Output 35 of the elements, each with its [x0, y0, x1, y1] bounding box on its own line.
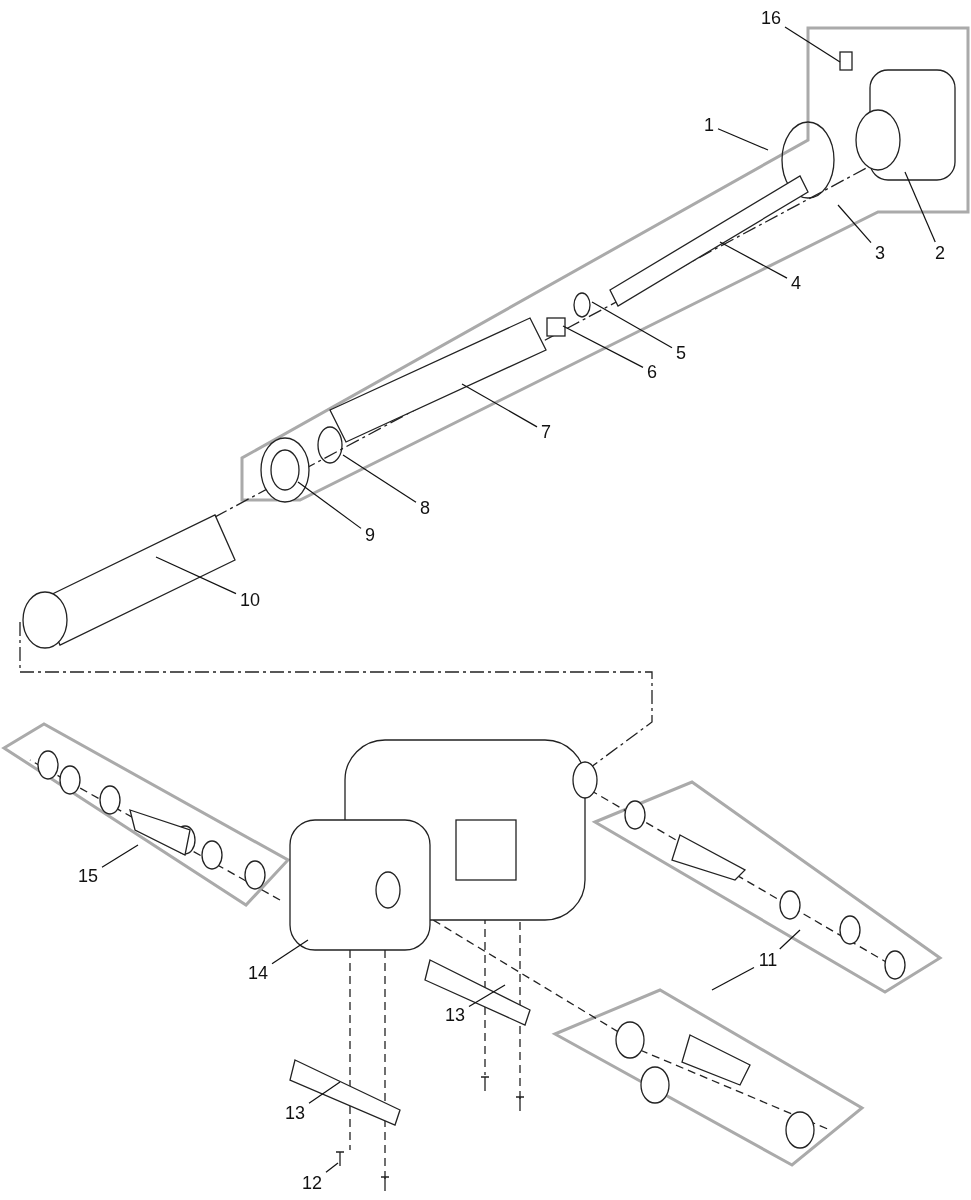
- callout-number: 8: [420, 498, 430, 518]
- callout-number: 11: [758, 950, 778, 970]
- leader-line: [784, 26, 841, 63]
- callout-number: 3: [875, 243, 885, 263]
- leader-line: [779, 929, 801, 950]
- callout-number: 14: [248, 963, 268, 983]
- leader-line: [719, 241, 788, 279]
- leader-line: [711, 966, 755, 991]
- leader-line: [101, 844, 139, 868]
- leader-line: [904, 171, 936, 243]
- leader-line: [297, 481, 362, 529]
- callout-number: 4: [791, 273, 801, 293]
- leader-line: [591, 301, 673, 349]
- callout-number: 6: [647, 362, 657, 382]
- leader-line: [271, 939, 309, 965]
- leader-line: [562, 325, 644, 368]
- leader-line: [461, 383, 538, 428]
- leader-line: [468, 984, 506, 1008]
- leader-line: [717, 128, 769, 151]
- leader-line: [342, 454, 417, 503]
- callout-number: 5: [676, 343, 686, 363]
- callout-number: 1: [704, 115, 714, 135]
- leader-line: [308, 1081, 341, 1104]
- callout-number: 10: [240, 590, 260, 610]
- callout-number: 15: [78, 866, 98, 886]
- leader-line: [837, 204, 872, 244]
- leader-line: [155, 556, 237, 595]
- callout-number: 13: [445, 1005, 465, 1025]
- callout-number: 13: [285, 1103, 305, 1123]
- leader-line: [325, 1162, 339, 1173]
- callout-number: 9: [365, 525, 375, 545]
- callout-number: 2: [935, 243, 945, 263]
- callout-number: 16: [761, 8, 781, 28]
- callout-number: 12: [302, 1173, 322, 1193]
- callout-number: 7: [541, 422, 551, 442]
